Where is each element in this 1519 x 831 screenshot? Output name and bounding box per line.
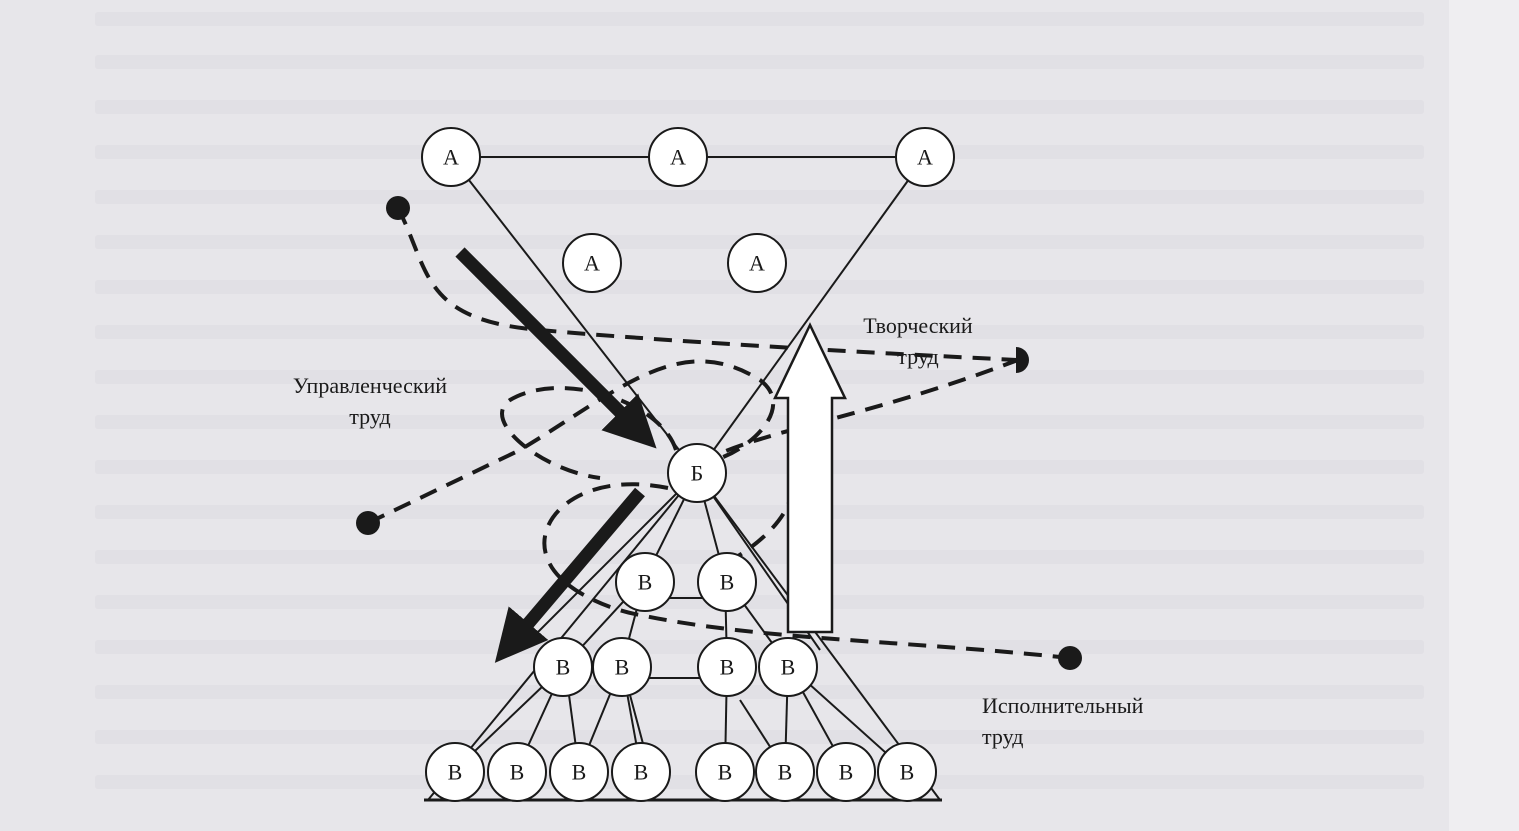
node-lower1-2: В [697,552,757,612]
node-bottom-8: В [877,742,937,802]
node-label: А [749,251,765,276]
node-circle [667,443,727,503]
node-circle [648,127,708,187]
right-side-line [696,156,926,474]
node-label: В [634,760,649,785]
node-label: В [778,760,793,785]
node-top-3: А [895,127,955,187]
node-label: В [556,655,571,680]
dashed-flow-top [396,207,1019,362]
node-circle [755,742,815,802]
node-lower2-1: В [533,637,593,697]
managerial-labor-line1: Управленческий [292,373,448,398]
node-bottom-2: В [487,742,547,802]
executive-labor-line1: Исполнительный [982,693,1144,718]
creative-arrow [773,322,847,634]
managerial-arrow-lower [494,487,645,663]
node-label: В [720,570,735,595]
node-top-1: А [421,127,481,187]
node-label: В [638,570,653,595]
creative-labor-line1: Творческий [863,313,973,338]
dashed-flow-left [367,359,776,525]
node-lower2-3: В [697,637,757,697]
node-circle [727,233,787,293]
node-circle [611,742,671,802]
node-circle [758,637,818,697]
managerial-labor-label: Управленческий труд [255,370,485,432]
node-label: В [720,655,735,680]
node-bottom-7: В [816,742,876,802]
node-upper-1: А [562,233,622,293]
node-bottom-1: В [425,742,485,802]
executive-labor-line2: труд [982,724,1024,749]
node-lower1-1: В [615,552,675,612]
node-circle [895,127,955,187]
dot-top-left [386,196,410,220]
node-circle [487,742,547,802]
node-label: В [615,655,630,680]
managerial-arrow-down [455,247,657,449]
dashed-flow-right [699,358,1019,465]
node-circle [615,552,675,612]
node-label: В [839,760,854,785]
node-circle [695,742,755,802]
node-top-2: А [648,127,708,187]
node-bottom-4: В [611,742,671,802]
node-center: Б [667,443,727,503]
node-lower2-4: В [758,637,818,697]
node-circle [697,637,757,697]
node-circle [877,742,937,802]
pyramid-left-line [427,472,698,801]
node-label: Б [691,461,704,486]
creative-labor-label: Творческий труд [838,310,998,372]
managerial-labor-line2: труд [349,404,391,429]
node-label: В [448,760,463,785]
node-label: А [443,145,459,170]
node-circle [697,552,757,612]
node-circle [592,637,652,697]
node-label: В [900,760,915,785]
creative-labor-line2: труд [897,344,939,369]
endpoint-dots [356,196,1082,670]
node-label: В [718,760,733,785]
dashed-flow-bottom [542,482,1071,660]
executive-labor-label: Исполнительный труд [982,690,1212,752]
node-circle [425,742,485,802]
dot-bottom-right [1058,646,1082,670]
node-label: А [670,145,686,170]
node-bottom-6: В [755,742,815,802]
node-lower2-2: В [592,637,652,697]
node-circle [562,233,622,293]
node-label: А [584,251,600,276]
node-circle [816,742,876,802]
node-label: В [510,760,525,785]
page-edge [1449,0,1519,831]
node-bottom-5: В [695,742,755,802]
node-bottom-3: В [549,742,609,802]
node-label: В [781,655,796,680]
node-label: А [917,145,933,170]
node-circle [549,742,609,802]
dot-right-half [1016,347,1029,373]
node-circle [421,127,481,187]
dot-left [356,511,380,535]
node-label: В [572,760,587,785]
node-upper-2: А [727,233,787,293]
dashed-loop [500,386,678,480]
